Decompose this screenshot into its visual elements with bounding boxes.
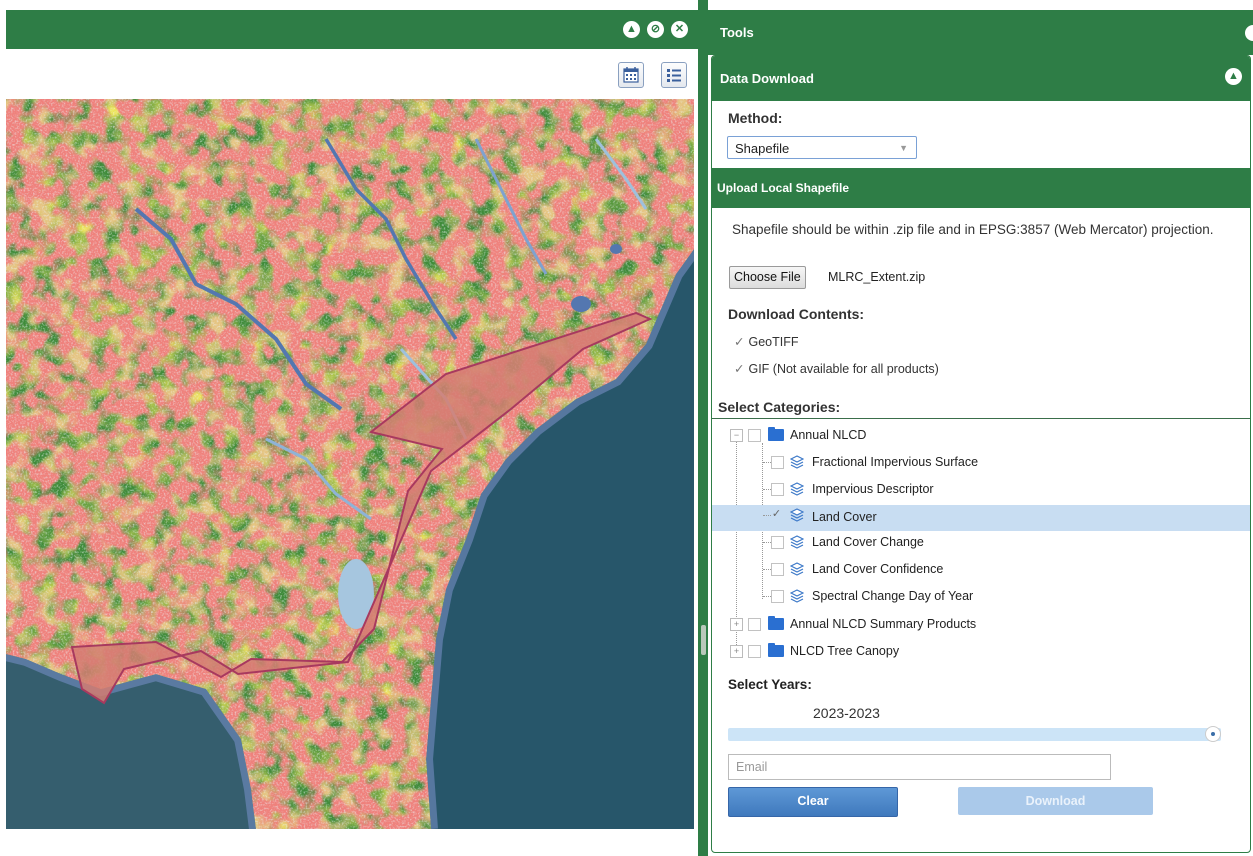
data-download-title: Data Download <box>720 71 814 86</box>
gif-label: GIF (Not available for all products) <box>748 362 939 376</box>
tools-collapse-icon[interactable] <box>1245 25 1253 41</box>
tree-item-spectral-change-day-of-year[interactable]: Spectral Change Day of Year <box>712 586 1250 612</box>
tree-checkbox[interactable] <box>748 429 761 442</box>
map-panel-header: ▲ ⊘ ✕ <box>6 10 698 49</box>
tree-connector <box>763 596 771 597</box>
tree-connector <box>763 542 771 543</box>
geotiff-label: GeoTIFF <box>748 335 799 349</box>
panel-splitter[interactable] <box>698 0 708 856</box>
tree-folder-annual-nlcd[interactable]: − Annual NLCD <box>712 425 1250 451</box>
layers-icon <box>790 508 804 522</box>
tree-item-label: Spectral Change Day of Year <box>812 589 974 603</box>
select-categories-label: Select Categories: <box>718 399 841 415</box>
tree-item-label: Fractional Impervious Surface <box>812 455 979 469</box>
tree-connector <box>736 437 737 655</box>
tree-item-label: Land Cover Change <box>812 535 924 549</box>
tools-title: Tools <box>720 25 754 40</box>
selected-file-name: MLRC_Extent.zip <box>828 270 926 284</box>
years-slider[interactable] <box>728 726 1221 742</box>
tree-checkbox[interactable] <box>771 590 784 603</box>
clear-button[interactable]: Clear <box>728 787 898 817</box>
layers-icon <box>790 455 804 469</box>
chevron-up-icon[interactable]: ▲ <box>1225 68 1242 85</box>
download-button[interactable]: Download <box>958 787 1153 815</box>
tree-checkbox[interactable] <box>771 483 784 496</box>
tree-connector <box>763 489 771 490</box>
checkmark-icon: ✓ <box>734 362 745 376</box>
years-range-value: 2023-2023 <box>813 705 880 721</box>
tree-item-label: Impervious Descriptor <box>812 482 934 496</box>
layers-icon <box>790 535 804 549</box>
folder-icon <box>768 427 784 441</box>
categories-divider <box>712 418 1250 419</box>
gif-checkbox[interactable]: ✓GIF (Not available for all products) <box>734 361 939 376</box>
tree-item-land-cover-confidence[interactable]: Land Cover Confidence <box>712 559 1250 585</box>
method-label: Method: <box>728 110 783 126</box>
select-years-label: Select Years: <box>728 677 812 692</box>
tree-item-label: Land Cover Confidence <box>812 562 944 576</box>
tree-item-impervious-descriptor[interactable]: Impervious Descriptor <box>712 479 1250 505</box>
tree-folder-nlcd-tree-canopy[interactable]: + NLCD Tree Canopy <box>712 641 1250 667</box>
collapse-toggle-icon[interactable]: − <box>730 429 743 442</box>
layers-icon <box>790 562 804 576</box>
expand-toggle-icon[interactable]: + <box>730 645 743 658</box>
tree-item-land-cover-change[interactable]: Land Cover Change <box>712 532 1250 558</box>
list-icon <box>667 69 681 82</box>
checkmark-icon: ✓ <box>734 335 745 349</box>
tree-checkbox[interactable] <box>771 456 784 469</box>
splitter-grip-handle[interactable] <box>701 625 706 655</box>
data-download-header[interactable]: Data Download ▲ <box>712 56 1250 101</box>
folder-icon <box>768 643 784 657</box>
tree-checkbox[interactable] <box>771 563 784 576</box>
method-value: Shapefile <box>735 141 790 156</box>
slider-handle[interactable] <box>1205 726 1221 742</box>
land-cover-map[interactable] <box>6 99 694 829</box>
data-download-panel: Data Download ▲ Method: Shapefile ▼ Uplo… <box>711 55 1251 853</box>
study-area-polygon[interactable] <box>70 311 653 705</box>
upload-shapefile-header[interactable]: Upload Local Shapefile <box>712 168 1250 208</box>
close-circle-icon[interactable]: ✕ <box>671 21 688 38</box>
download-contents-label: Download Contents: <box>728 306 865 322</box>
tools-panel-header: Tools <box>708 10 1253 55</box>
folder-icon <box>768 616 784 630</box>
chevron-down-icon: ▼ <box>899 143 908 153</box>
tree-checkbox[interactable] <box>748 645 761 658</box>
chevron-up-icon[interactable]: ▲ <box>623 21 640 38</box>
tree-connector <box>763 515 771 516</box>
method-select[interactable]: Shapefile ▼ <box>727 136 917 159</box>
tree-folder-annual-nlcd-summary-products[interactable]: + Annual NLCD Summary Products <box>712 614 1250 640</box>
minus-circle-icon[interactable]: ⊘ <box>647 21 664 38</box>
upload-description: Shapefile should be within .zip file and… <box>732 222 1214 237</box>
tree-checkbox[interactable] <box>771 536 784 549</box>
map-panel: ▲ ⊘ ✕ <box>6 10 698 829</box>
layers-icon <box>790 589 804 603</box>
legend-list-button[interactable] <box>661 62 687 88</box>
tree-connector <box>763 569 771 570</box>
tree-folder-label: Annual NLCD Summary Products <box>790 617 977 631</box>
calendar-icon <box>623 67 639 83</box>
tree-item-label: Land Cover <box>812 510 877 524</box>
geotiff-checkbox[interactable]: ✓GeoTIFF <box>734 334 799 349</box>
tree-checkbox-checked[interactable]: ✓ <box>771 508 782 520</box>
email-input[interactable] <box>728 754 1111 780</box>
tree-folder-label: Annual NLCD <box>790 428 867 442</box>
expand-toggle-icon[interactable]: + <box>730 618 743 631</box>
tree-item-land-cover[interactable]: ✓ Land Cover <box>712 505 1250 531</box>
tree-item-fractional-impervious-surface[interactable]: Fractional Impervious Surface <box>712 452 1250 478</box>
choose-file-button[interactable]: Choose File <box>729 266 806 289</box>
tree-checkbox[interactable] <box>748 618 761 631</box>
tree-folder-label: NLCD Tree Canopy <box>790 644 900 658</box>
map-toolbar <box>6 49 698 99</box>
layers-icon <box>790 482 804 496</box>
map-view[interactable] <box>6 99 694 829</box>
tree-connector <box>763 462 771 463</box>
calendar-button[interactable] <box>618 62 644 88</box>
upload-shapefile-title: Upload Local Shapefile <box>717 181 850 195</box>
